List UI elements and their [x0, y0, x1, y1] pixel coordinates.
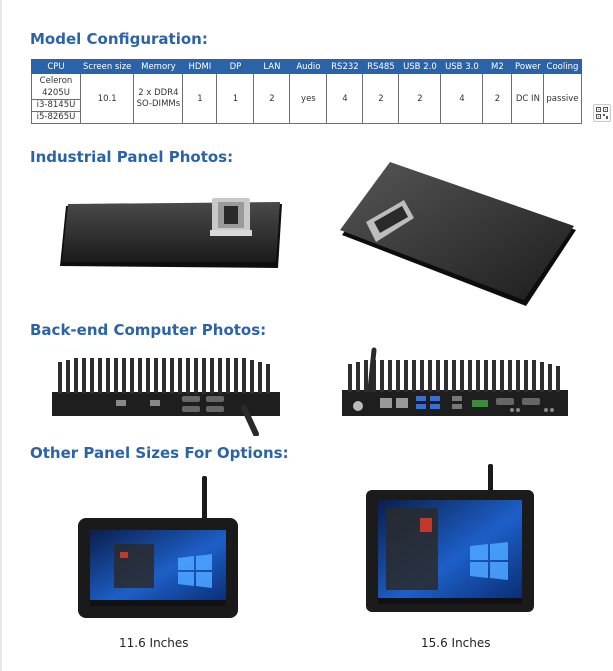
cell-rs232: 4: [326, 73, 364, 124]
header-usb2: USB 2.0: [398, 59, 442, 74]
back-end-computer-photos-heading: Back-end Computer Photos:: [30, 321, 267, 339]
qr-code-icon[interactable]: [593, 104, 611, 122]
panel-rear-photo-right: [340, 162, 576, 306]
table-header-row: CPU Screen size Memory HDMI DP LAN Audio…: [31, 59, 582, 74]
header-rs485: RS485: [362, 59, 400, 74]
cell-usb3: 4: [440, 73, 484, 124]
cell-power: DC IN: [511, 73, 545, 124]
cell-memory: 2 x DDR4 SO-DIMMs: [133, 73, 184, 124]
model-configuration-heading: Model Configuration:: [30, 30, 208, 48]
backend-computer-photo-right: [342, 347, 568, 416]
header-lan: LAN: [253, 59, 291, 74]
header-power: Power: [511, 59, 545, 74]
header-rs232: RS232: [326, 59, 364, 74]
industrial-panel-photos-heading: Industrial Panel Photos:: [30, 148, 234, 166]
cell-audio: yes: [289, 73, 328, 124]
header-audio: Audio: [289, 59, 328, 74]
panel-rear-photo-left: [60, 198, 282, 268]
cell-rs485: 2: [362, 73, 400, 124]
other-panel-sizes-heading: Other Panel Sizes For Options:: [30, 444, 289, 462]
panel-15-6-photo: [366, 464, 534, 612]
table-row: i5-8265U: [31, 111, 582, 124]
cell-screen-size: 10.1: [79, 73, 135, 124]
header-usb3: USB 3.0: [440, 59, 484, 74]
cpu-option: Celeron 4205U: [31, 73, 81, 100]
header-cpu: CPU: [31, 59, 81, 74]
cell-usb2: 2: [398, 73, 442, 124]
cpu-option: i3-8145U: [31, 99, 81, 112]
header-m2: M2: [482, 59, 513, 74]
header-cooling: Cooling: [543, 59, 582, 74]
table-row: Celeron 4205U 10.1 2 x DDR4 SO-DIMMs 1 1…: [31, 73, 582, 124]
header-hdmi: HDMI: [182, 59, 218, 74]
cpu-option: i5-8265U: [31, 111, 81, 124]
cell-cooling: passive: [543, 73, 582, 124]
left-edge-rule: [0, 0, 2, 671]
caption-15-6-inches: 15.6 Inches: [421, 636, 491, 650]
header-screen-size: Screen size: [79, 59, 135, 74]
cell-lan: 2: [253, 73, 291, 124]
cell-m2: 2: [482, 73, 513, 124]
backend-computer-photo-left: [52, 358, 280, 436]
spec-table: CPU Screen size Memory HDMI DP LAN Audio…: [31, 59, 582, 124]
caption-11-6-inches: 11.6 Inches: [119, 636, 189, 650]
cell-hdmi: 1: [182, 73, 218, 124]
panel-11-6-photo: [78, 476, 238, 618]
header-dp: DP: [216, 59, 255, 74]
cell-dp: 1: [216, 73, 255, 124]
header-memory: Memory: [133, 59, 184, 74]
